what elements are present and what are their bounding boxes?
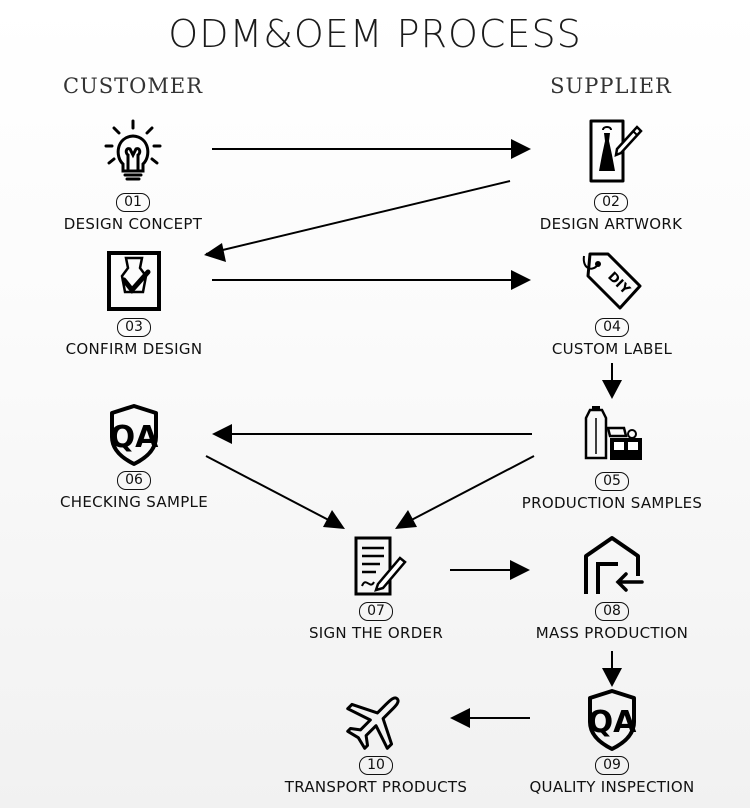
arrow-02-03: [205, 180, 511, 255]
step-number: 06: [117, 471, 151, 490]
arrow-head: [511, 270, 531, 290]
dress-checkmark-icon: [107, 251, 161, 311]
step-08: 08 MASS PRODUCTION: [492, 534, 732, 642]
airplane-icon: [346, 696, 400, 750]
step-label: CUSTOM LABEL: [551, 340, 673, 358]
step-label: CHECKING SAMPLE: [60, 493, 208, 511]
step-number: 02: [594, 193, 628, 212]
step-05: 05 PRODUCTION SAMPLES: [492, 404, 732, 512]
step-label: CONFIRM DESIGN: [65, 340, 203, 358]
dress-sketch-icon: [589, 119, 643, 183]
step-09: QA 09 QUALITY INSPECTION: [492, 688, 732, 796]
arrow-head: [450, 708, 470, 728]
step-10: 10 TRANSPORT PRODUCTS: [256, 688, 496, 796]
step-label: SIGN THE ORDER: [308, 624, 444, 642]
step-03: 03 CONFIRM DESIGN: [14, 250, 254, 358]
arrow-head: [212, 424, 232, 444]
signed-document-icon: [354, 536, 407, 596]
step-label: TRANSPORT PRODUCTS: [284, 778, 468, 796]
step-label: QUALITY INSPECTION: [529, 778, 695, 796]
step-02: 02 DESIGN ARTWORK: [491, 119, 731, 233]
arrow-head: [323, 510, 345, 529]
arrow-head: [510, 560, 530, 580]
step-number: 08: [595, 602, 629, 621]
supplier-column-header: SUPPLIER: [550, 74, 672, 98]
step-number: 01: [116, 193, 150, 212]
svg-text:QA: QA: [110, 420, 160, 455]
arrow-head: [511, 139, 531, 159]
page-title: ODM&OEM PROCESS: [168, 12, 582, 56]
step-number: 03: [117, 318, 151, 337]
arrow-05-07: [397, 455, 535, 528]
step-number: 09: [595, 756, 629, 775]
lightbulb-icon: [104, 119, 162, 181]
sewing-samples-icon: [584, 406, 642, 460]
step-label: PRODUCTION SAMPLES: [521, 494, 703, 512]
qa-shield-icon: QA: [588, 689, 638, 751]
arrow-06-07: [205, 455, 343, 528]
svg-text:QA: QA: [588, 705, 638, 740]
warehouse-icon: [584, 536, 644, 594]
arrow-head: [602, 668, 622, 687]
step-label: MASS PRODUCTION: [535, 624, 689, 642]
customer-column-header: CUSTOMER: [62, 74, 204, 98]
arrow-head: [602, 380, 622, 399]
step-number: 07: [359, 602, 393, 621]
step-07: 07 SIGN THE ORDER: [256, 534, 496, 642]
step-number: 10: [359, 756, 393, 775]
step-number: 05: [595, 472, 629, 491]
step-label: DESIGN ARTWORK: [539, 215, 683, 233]
step-04: DIY 04 CUSTOM LABEL: [492, 250, 732, 358]
arrow-head: [204, 243, 226, 262]
diy-tag-icon: DIY: [582, 252, 642, 310]
arrow-head: [395, 510, 417, 529]
step-label: DESIGN CONCEPT: [63, 215, 203, 233]
qa-shield-icon: QA: [110, 404, 160, 466]
step-06: QA 06 CHECKING SAMPLE: [14, 403, 254, 511]
step-01: 01 DESIGN CONCEPT: [13, 119, 253, 233]
step-number: 04: [595, 318, 629, 337]
